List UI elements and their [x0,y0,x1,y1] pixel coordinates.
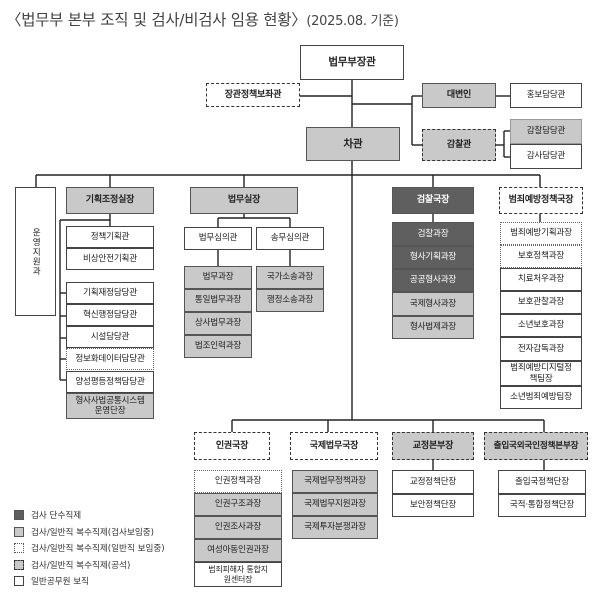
legend-item: 검사/일반직 복수직제(공석) [14,557,165,574]
human-rights-div-4: 여성아동인권과장 [194,539,282,562]
immigration-box: 출입국외국인정책본부장 [484,432,588,460]
litigation-div-1: 국가소송과장 [256,266,324,289]
vice-minister-box: 차관 [306,127,400,161]
prosecution-div-1: 검찰과장 [392,222,474,246]
pr-officer-box: 홍보담당관 [510,83,582,108]
legend-label: 검사 단수직제 [31,511,82,522]
minister-box: 법무부장관 [300,45,404,80]
legend-label: 검사/일반직 복수직제(검사보임중) [31,527,155,538]
crime-prevention-div-8: 소년범죄예방팀장 [500,386,582,409]
legal-div-4: 법조인력과장 [184,335,252,358]
policy-aide-box: 장관정책보좌관 [206,83,300,107]
correction-sub-1: 교정정책단장 [392,470,474,494]
litigation-div-2: 행정소송과장 [256,289,324,312]
inspection-officer-box: 감찰담당관 [510,119,582,144]
legal-office-box: 법무실장 [190,187,298,214]
legend-label: 검사/일반직 복수직제(일반직 보임중) [31,544,165,555]
crime-prevention-div-2: 보호정책과장 [500,245,582,268]
correction-box: 교정본부장 [392,432,474,460]
immigration-sub-2: 국적·통합정책단장 [498,494,586,517]
legend-label: 일반공무원 보직 [31,577,90,588]
planning-div-1: 기획재정담당관 [66,282,154,304]
planning-div-2: 혁신행정담당관 [66,304,154,326]
human-rights-div-5: 범죄피해자 통합지원센터장 [194,562,282,587]
planning-sub-1: 정책기획관 [66,226,154,248]
inspector-box: 감찰관 [422,129,496,161]
planning-div-5: 양성평등정책담당관 [66,371,154,393]
litigation-council-box: 송무심의관 [256,227,324,250]
human-rights-div-3: 인권조사과장 [194,516,282,539]
audit-officer-box: 감사담당관 [510,144,582,169]
crime-prevention-div-4: 보호관찰과장 [500,291,582,314]
legend: 검사 단수직제 검사/일반직 복수직제(검사보임중) 검사/일반직 복수직제(일… [14,507,165,590]
legend-item: 일반공무원 보직 [14,573,165,590]
correction-sub-2: 보안정책단장 [392,494,474,517]
planning-div-3: 시설담당관 [66,326,154,348]
planning-div-6: 형사사법공통시스템 운영단장 [66,393,154,419]
legend-swatch-dark [14,510,24,521]
international-law-box: 국제법무국장 [290,432,378,460]
legend-item: 검사 단수직제 [14,507,165,524]
crime-prevention-div-6: 전자감독과장 [500,337,582,361]
support-division-box: 운영지원과 [15,187,56,316]
legend-swatch-dashed-gray [14,559,24,570]
legal-div-2: 통일법무과장 [184,289,252,312]
title-date: (2025.08. 기준) [306,14,399,29]
international-law-div-2: 국제법무지원과장 [292,493,378,516]
human-rights-box: 인권국장 [194,432,270,460]
spokesperson-box: 대변인 [422,83,496,108]
legend-swatch-gray [14,526,24,537]
prosecution-div-2: 형사기획과장 [392,246,474,269]
prosecution-div-3: 공공형사과장 [392,269,474,292]
page-title: 〈법무부 본부 조직 및 검사/비검사 임용 현황〉(2025.08. 기준) [6,8,399,30]
legend-swatch-white [14,576,24,587]
crime-prevention-div-5: 소년보호과장 [500,314,582,337]
international-law-div-1: 국제법무정책과장 [292,470,378,493]
international-law-div-3: 국제투자분쟁과장 [292,516,378,539]
immigration-sub-1: 출입국정책단장 [498,470,586,494]
crime-prevention-box: 범죄예방정책국장 [499,187,583,214]
legal-div-3: 상사법무과장 [184,312,252,335]
title-main: 〈법무부 본부 조직 및 검사/비검사 임용 현황〉 [6,11,307,29]
crime-prevention-div-3: 치료처우과장 [500,268,582,291]
planning-sub-2: 비상안전기획관 [66,248,154,270]
legend-label: 검사/일반직 복수직제(공석) [31,560,131,571]
legend-item: 검사/일반직 복수직제(검사보임중) [14,524,165,541]
prosecution-div-5: 형사법제과장 [392,316,474,339]
prosecution-bureau-box: 검찰국장 [392,187,474,214]
legend-swatch-dotted [14,543,24,554]
crime-prevention-div-1: 범죄예방기획과장 [500,222,582,245]
legal-div-1: 법무과장 [184,266,252,289]
legal-council-box: 법무심의관 [184,227,252,250]
prosecution-div-4: 국제형사과장 [392,292,474,316]
planning-office-box: 기획조정실장 [66,187,154,214]
human-rights-div-2: 인권구조과장 [194,493,282,516]
crime-prevention-div-7: 범죄예방디지털정책팀장 [500,361,582,386]
planning-div-4: 정보화데이터담당관 [66,348,154,370]
human-rights-div-1: 인권정책과장 [194,470,282,493]
legend-item: 검사/일반직 복수직제(일반직 보임중) [14,540,165,557]
